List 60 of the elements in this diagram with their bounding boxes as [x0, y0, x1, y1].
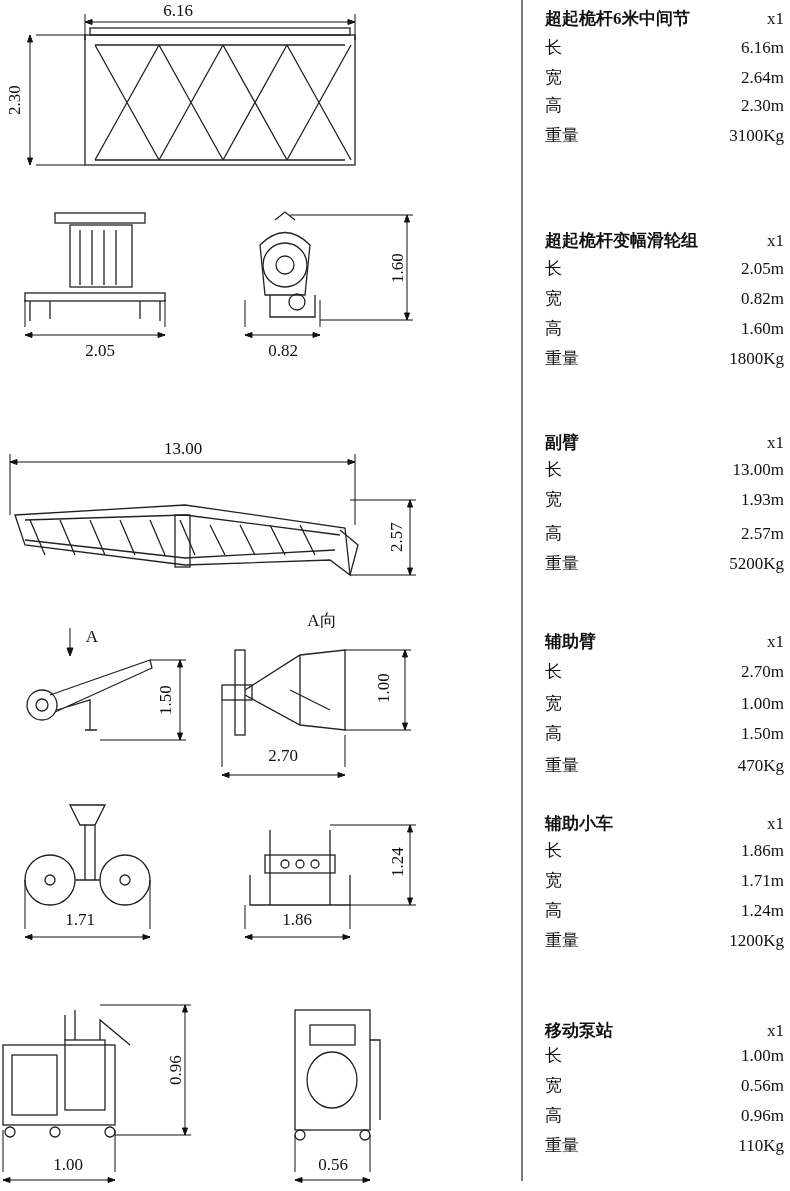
spec-key: 宽 [545, 68, 562, 86]
spec-value: 1800Kg [729, 349, 784, 367]
spec-value: 0.56m [741, 1076, 784, 1094]
spec-value: 2.57m [741, 524, 784, 542]
spec-key: 宽 [545, 289, 562, 307]
spec-key: 长 [545, 841, 562, 859]
spec-value: 2.30m [741, 96, 784, 114]
quantity-label: x1 [767, 632, 784, 650]
spec-key: 宽 [545, 1076, 562, 1094]
spec-key: 高 [545, 319, 562, 337]
part-name: 辅助臂 [545, 632, 596, 650]
spec-key: 长 [545, 38, 562, 56]
spec-key: 重量 [545, 756, 579, 774]
spec-value: 2.70m [741, 662, 784, 680]
spec-key: 长 [545, 460, 562, 478]
spec-value: 1.71m [741, 871, 784, 889]
spec-value: 110Kg [738, 1136, 784, 1154]
spec-key: 重量 [545, 1136, 579, 1154]
spec-value: 2.05m [741, 259, 784, 277]
part-name: 超起桅杆变幅滑轮组 [545, 231, 698, 249]
quantity-label: x1 [767, 231, 784, 249]
spec-value: 1.50m [741, 724, 784, 742]
spec-value: 1.24m [741, 901, 784, 919]
spec-key: 高 [545, 901, 562, 919]
part-name: 移动泵站 [545, 1021, 613, 1039]
spec-key: 高 [545, 724, 562, 742]
spec-value: 0.96m [741, 1106, 784, 1124]
spec-value: 2.64m [741, 68, 784, 86]
spec-value: 1.93m [741, 490, 784, 508]
spec-key: 宽 [545, 490, 562, 508]
spec-key: 重量 [545, 126, 579, 144]
spec-value: 13.00m [732, 460, 784, 478]
spec-key: 长 [545, 1046, 562, 1064]
spec-key: 重量 [545, 931, 579, 949]
spec-value: 6.16m [741, 38, 784, 56]
quantity-label: x1 [767, 814, 784, 832]
spec-value: 1.00m [741, 694, 784, 712]
spec-key: 长 [545, 662, 562, 680]
spec-key: 宽 [545, 871, 562, 889]
quantity-label: x1 [767, 9, 784, 27]
spec-value: 1.86m [741, 841, 784, 859]
spec-key: 高 [545, 524, 562, 542]
spec-value: 470Kg [737, 756, 784, 774]
spec-value: 0.82m [741, 289, 784, 307]
spec-value: 5200Kg [729, 554, 784, 572]
quantity-label: x1 [767, 1021, 784, 1039]
spec-value: 3100Kg [729, 126, 784, 144]
spec-key: 重量 [545, 554, 579, 572]
part-name: 副臂 [545, 433, 579, 451]
spec-key: 长 [545, 259, 562, 277]
part-name: 辅助小车 [545, 814, 613, 832]
spec-key: 宽 [545, 694, 562, 712]
spec-value: 1200Kg [729, 931, 784, 949]
part-name: 超起桅杆6米中间节 [545, 9, 690, 27]
spec-value: 1.00m [741, 1046, 784, 1064]
spec-key: 高 [545, 96, 562, 114]
spec-key: 高 [545, 1106, 562, 1124]
quantity-label: x1 [767, 433, 784, 451]
spec-key: 重量 [545, 349, 579, 367]
spec-value: 1.60m [741, 319, 784, 337]
